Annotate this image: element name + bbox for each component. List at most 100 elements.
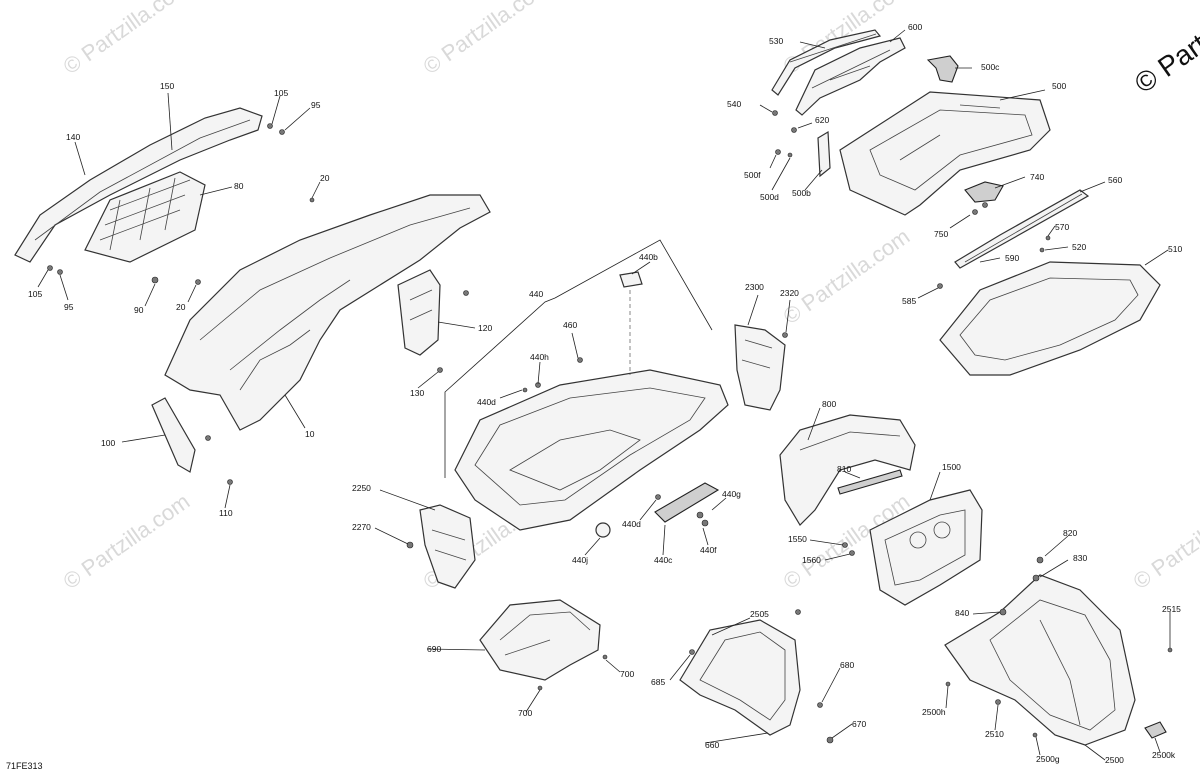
callout-440b: 440b <box>639 252 658 262</box>
callout-150: 150 <box>160 81 174 91</box>
fasteners-top-right <box>772 110 1051 289</box>
part-2500-hood[interactable] <box>944 574 1136 746</box>
callout-660: 660 <box>705 740 719 750</box>
callout-540: 540 <box>727 99 741 109</box>
callout-440f: 440f <box>700 545 717 555</box>
leader-lines <box>37 29 1171 761</box>
callout-110: 110 <box>219 508 233 518</box>
callout-840: 840 <box>955 608 969 618</box>
callout-800: 800 <box>822 399 836 409</box>
callout-585: 585 <box>902 296 916 306</box>
part-2300-side-cover[interactable] <box>734 324 786 411</box>
part-600-lid-panel[interactable] <box>795 37 906 116</box>
callout-1550: 1550 <box>788 534 807 544</box>
callout-460: 460 <box>563 320 577 330</box>
part-440j-clip[interactable] <box>595 522 611 538</box>
fasteners-center <box>406 332 788 549</box>
part-560-rail[interactable] <box>954 189 1090 269</box>
callout-570: 570 <box>1055 222 1069 232</box>
callout-440: 440 <box>529 289 543 299</box>
callout-95: 95 <box>64 302 74 312</box>
part-810-seal[interactable] <box>837 469 903 495</box>
callout-80: 80 <box>234 181 244 191</box>
callout-2270: 2270 <box>352 522 371 532</box>
callout-560: 560 <box>1108 175 1122 185</box>
part-510-frame[interactable] <box>939 261 1161 376</box>
part-500b-hinge[interactable] <box>817 130 831 178</box>
part-740-bracket[interactable] <box>964 181 1004 203</box>
part-2250-console-trim[interactable] <box>419 504 476 589</box>
callout-20: 20 <box>320 173 330 183</box>
callout-440d: 440d <box>477 397 496 407</box>
watermark-text: © Partzilla.com <box>779 224 915 330</box>
part-2500k-emblem[interactable] <box>1144 721 1167 739</box>
callout-440d: 440d <box>622 519 641 529</box>
callout-100: 100 <box>101 438 115 448</box>
part-440b-insert[interactable] <box>619 271 643 288</box>
callout-820: 820 <box>1063 528 1077 538</box>
callout-2500k: 2500k <box>1152 750 1176 760</box>
callout-700: 700 <box>620 669 634 679</box>
callout-2320: 2320 <box>780 288 799 298</box>
callout-1560: 1560 <box>802 555 821 565</box>
callout-500d: 500d <box>760 192 779 202</box>
callout-10: 10 <box>305 429 315 439</box>
callout-labels: 530 600 500c 500 540 620 500f 500d 500b … <box>28 22 1182 765</box>
part-440-storage-bin[interactable] <box>454 369 729 531</box>
part-140-dash-trim[interactable] <box>14 107 263 263</box>
part-800-cowl[interactable] <box>779 414 916 526</box>
callout-810: 810 <box>837 464 851 474</box>
callout-20: 20 <box>176 302 186 312</box>
part-80-vent-module[interactable] <box>84 171 206 263</box>
callout-2500: 2500 <box>1105 755 1124 765</box>
watermark-text: © Partzilla.com <box>419 0 555 79</box>
callout-510: 510 <box>1168 244 1182 254</box>
callout-90: 90 <box>134 305 144 315</box>
part-530-trim-strip[interactable] <box>771 29 882 96</box>
callout-2510: 2510 <box>985 729 1004 739</box>
watermark-text: © Partzilla.com <box>59 489 195 595</box>
callout-2500g: 2500g <box>1036 754 1060 764</box>
callout-105: 105 <box>28 289 42 299</box>
callout-105: 105 <box>274 88 288 98</box>
callout-2300: 2300 <box>745 282 764 292</box>
callout-520: 520 <box>1072 242 1086 252</box>
callout-2515: 2515 <box>1162 604 1181 614</box>
part-690-console[interactable] <box>479 599 601 681</box>
part-500-storage-lid[interactable] <box>839 91 1051 216</box>
callout-2505: 2505 <box>750 609 769 619</box>
callout-500b: 500b <box>792 188 811 198</box>
part-440c-handle-strip[interactable] <box>654 482 720 523</box>
callout-500f: 500f <box>744 170 761 180</box>
callout-130: 130 <box>410 388 424 398</box>
part-1500-gauge-housing[interactable] <box>869 489 983 606</box>
callout-500: 500 <box>1052 81 1066 91</box>
callout-830: 830 <box>1073 553 1087 563</box>
watermark-text: © Partzilla.com <box>59 0 195 79</box>
callout-530: 530 <box>769 36 783 46</box>
callout-590: 590 <box>1005 253 1019 263</box>
callout-690: 690 <box>427 644 441 654</box>
callout-440g: 440g <box>722 489 741 499</box>
callout-750: 750 <box>934 229 948 239</box>
callout-620: 620 <box>815 115 829 125</box>
part-500c-latch[interactable] <box>926 55 959 83</box>
callout-120: 120 <box>478 323 492 333</box>
callout-440c: 440c <box>654 555 673 565</box>
callout-700: 700 <box>518 708 532 718</box>
diagram-code: 71FE313 <box>6 761 43 771</box>
callout-2250: 2250 <box>352 483 371 493</box>
callout-685: 685 <box>651 677 665 687</box>
part-10-dashboard-frame[interactable] <box>164 194 491 431</box>
fasteners-top-left <box>47 123 469 485</box>
fasteners-bottom <box>537 556 1173 744</box>
part-660-lower-console[interactable] <box>679 619 801 736</box>
callout-500c: 500c <box>981 62 1000 72</box>
callout-670: 670 <box>852 719 866 729</box>
part-100-side-panel[interactable] <box>151 397 196 473</box>
callout-680: 680 <box>840 660 854 670</box>
callout-740: 740 <box>1030 172 1044 182</box>
callout-440j: 440j <box>572 555 588 565</box>
part-120-side-bracket[interactable] <box>397 269 441 356</box>
